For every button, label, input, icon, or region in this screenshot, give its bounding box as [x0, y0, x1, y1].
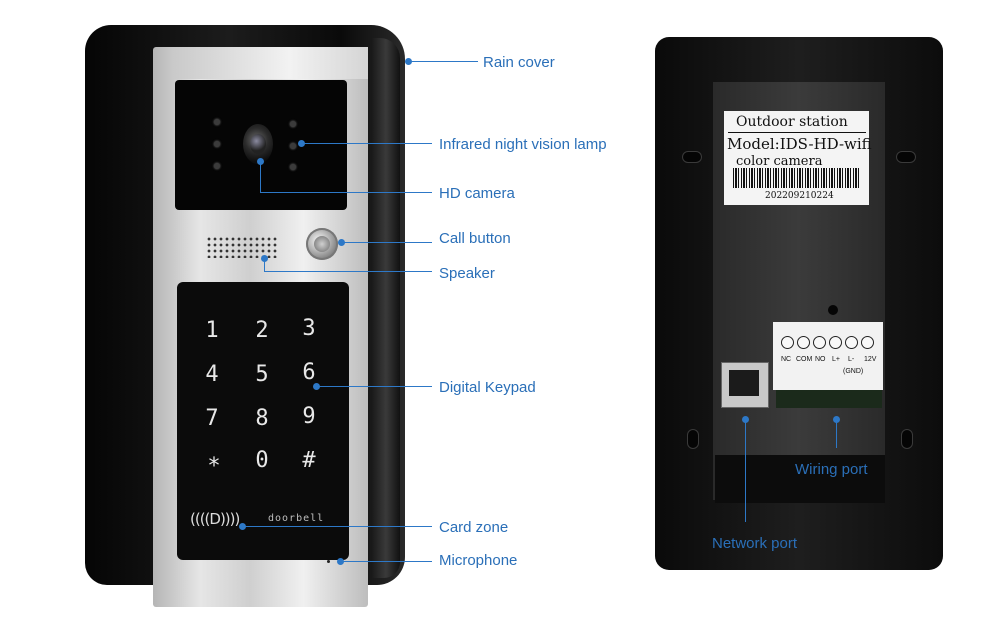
callout-dot	[338, 239, 345, 246]
barcode	[733, 168, 861, 188]
mount-slot	[688, 430, 698, 448]
callout-line	[260, 192, 432, 193]
callout-line	[317, 386, 432, 387]
label-speaker: Speaker	[439, 265, 495, 282]
terminal-screw	[813, 336, 826, 349]
terminal-label-lplus: L+	[832, 356, 840, 363]
callout-dot	[257, 158, 264, 165]
speaker-grille	[206, 236, 278, 258]
callout-dot	[833, 416, 840, 423]
ir-led	[214, 163, 220, 169]
rain-cover-edge	[372, 38, 400, 578]
callout-dot	[239, 523, 246, 530]
terminal-screw	[781, 336, 794, 349]
key-8: 8	[255, 406, 269, 431]
ir-led	[290, 143, 296, 149]
callout-line	[264, 258, 265, 271]
key-1: 1	[205, 318, 219, 343]
terminal-label-nc: NC	[781, 356, 792, 363]
callout-dot	[337, 558, 344, 565]
key-4: 4	[205, 362, 219, 387]
terminal-connector	[776, 390, 882, 408]
ir-led	[290, 121, 296, 127]
callout-line	[408, 61, 478, 62]
callout-line	[836, 420, 837, 448]
key-2: 2	[255, 318, 269, 343]
call-button-core	[314, 236, 330, 252]
label-network-port: Network port	[712, 535, 798, 552]
terminal-label-12v: 12V	[864, 356, 877, 363]
callout-line	[302, 143, 432, 144]
label-hd-camera: HD camera	[439, 185, 515, 202]
label-infrared-lamp: Infrared night vision lamp	[439, 136, 607, 153]
wiring-terminal-block: NC COM NO L+ L- 12V (GND)	[773, 322, 883, 390]
key-0: 0	[255, 448, 269, 473]
callout-line	[264, 271, 432, 272]
sticker-model: Model:IDS-HD-wifi	[727, 135, 872, 153]
key-3: 3	[302, 316, 316, 341]
callout-dot	[298, 140, 305, 147]
terminal-label-lminus: L-	[848, 356, 855, 363]
model-sticker	[724, 111, 869, 205]
callout-line	[745, 420, 746, 522]
key-6: 6	[302, 360, 316, 385]
digital-keypad: 1 2 3 4 5 6 7 8 9 * 0 #	[177, 282, 349, 560]
terminal-label-gnd: (GND)	[843, 368, 864, 375]
terminal-label-com: COM	[796, 356, 813, 363]
ir-led	[214, 119, 220, 125]
front-panel-top	[172, 47, 368, 79]
brand-text: doorbell	[268, 513, 325, 524]
back-bottom-cutout	[715, 455, 885, 503]
microphone-hole	[327, 560, 330, 563]
label-card-zone: Card zone	[439, 519, 509, 536]
mount-slot	[683, 152, 701, 162]
callout-line	[260, 162, 261, 192]
label-digital-keypad: Digital Keypad	[439, 379, 536, 396]
terminal-screw	[829, 336, 842, 349]
label-wiring-port: Wiring port	[795, 461, 868, 478]
mount-slot	[902, 430, 912, 448]
mount-slot	[897, 152, 915, 162]
terminal-screw	[861, 336, 874, 349]
callout-dot	[742, 416, 749, 423]
key-9: 9	[302, 404, 316, 429]
sticker-subtitle: color camera	[736, 154, 823, 169]
sticker-title: Outdoor station	[736, 114, 848, 130]
sticker-rule	[728, 132, 866, 133]
ir-led	[214, 141, 220, 147]
terminal-screw	[845, 336, 858, 349]
sticker-serial: 202209210224	[765, 191, 834, 201]
label-call-button: Call button	[439, 230, 511, 247]
network-port-socket	[729, 370, 759, 396]
mount-hole	[828, 305, 838, 315]
key-7: 7	[205, 406, 219, 431]
camera-lens-inner	[250, 134, 266, 154]
callout-dot	[313, 383, 320, 390]
card-zone-icon: ((((D))))	[190, 510, 240, 528]
terminal-screw	[797, 336, 810, 349]
callout-line	[243, 526, 432, 527]
terminal-label-no: NO	[815, 356, 826, 363]
key-5: 5	[255, 362, 269, 387]
ir-led	[290, 164, 296, 170]
callout-line	[342, 242, 432, 243]
label-microphone: Microphone	[439, 552, 518, 569]
key-hash: #	[302, 448, 316, 473]
key-star: *	[207, 454, 221, 479]
label-rain-cover: Rain cover	[483, 54, 555, 71]
callout-line	[341, 561, 432, 562]
